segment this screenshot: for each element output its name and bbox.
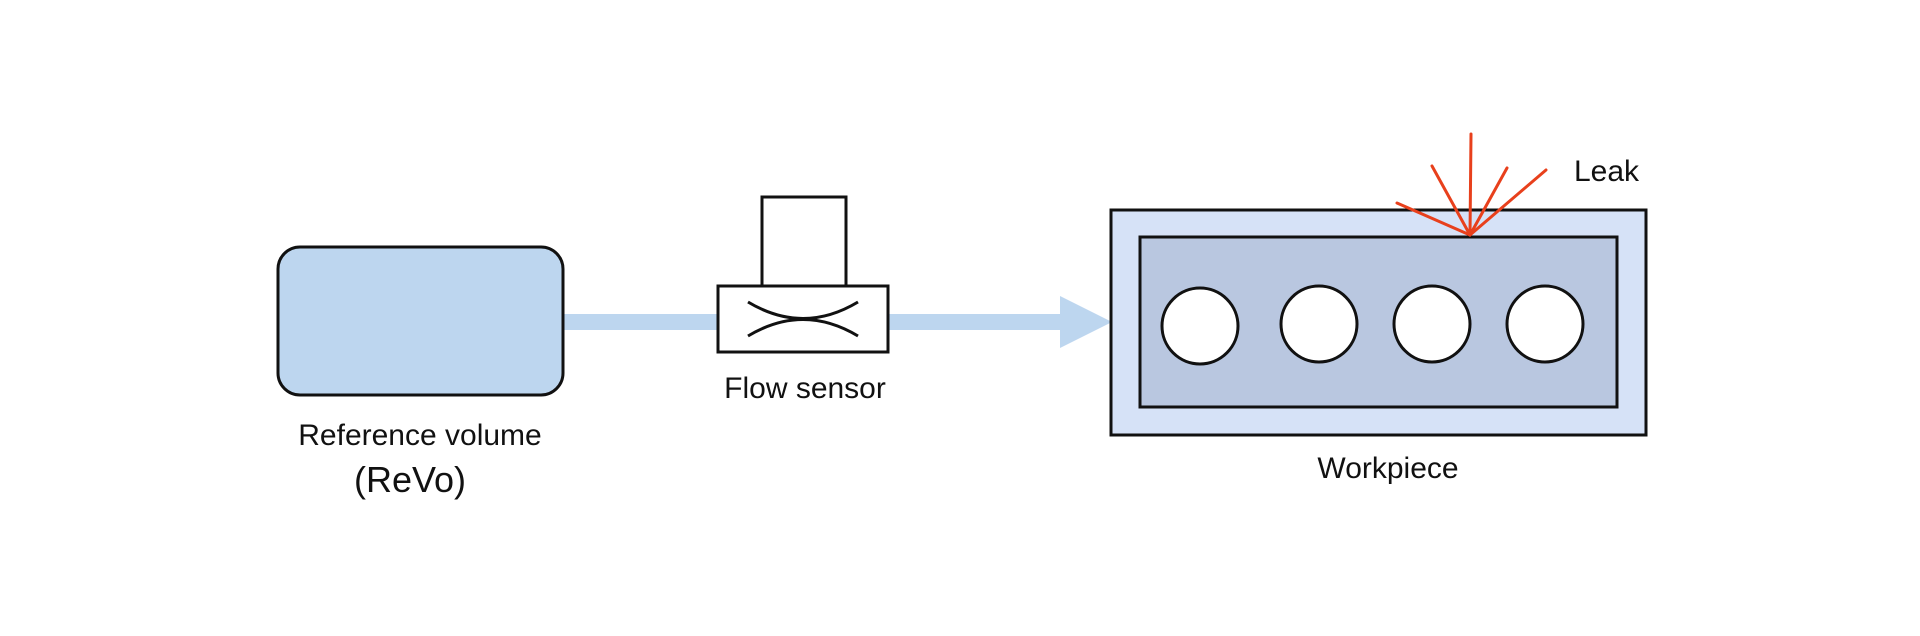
reference-volume-tank [276,245,565,397]
reference-volume-abbr-label: (ReVo) [353,459,467,500]
pipe-reference-to-sensor [562,314,722,330]
leak-label: Leak [1574,155,1640,188]
reference-volume-label: Reference volume [298,419,542,452]
pipe-sensor-to-workpiece [888,314,1060,330]
leak-ray [1468,132,1473,237]
workpiece-hole-3 [1392,284,1472,364]
flow-sensor-label: Flow sensor [724,372,886,405]
flow-sensor-head [760,195,848,288]
leak-ray [1468,166,1509,237]
leak-ray [1468,168,1548,237]
leak-ray [1395,201,1472,237]
workpiece-label: Workpiece [1317,452,1459,485]
workpiece [1109,208,1648,437]
workpiece-hole-4 [1505,284,1585,364]
flow-arrow-head [1060,296,1112,348]
workpiece-hole-1 [1160,286,1240,366]
workpiece-hole-2 [1279,284,1359,364]
leak-ray [1430,164,1472,237]
flow-sensor-venturi-bottom [747,318,859,338]
leak-rays [1395,132,1548,237]
flow-sensor [716,195,890,354]
